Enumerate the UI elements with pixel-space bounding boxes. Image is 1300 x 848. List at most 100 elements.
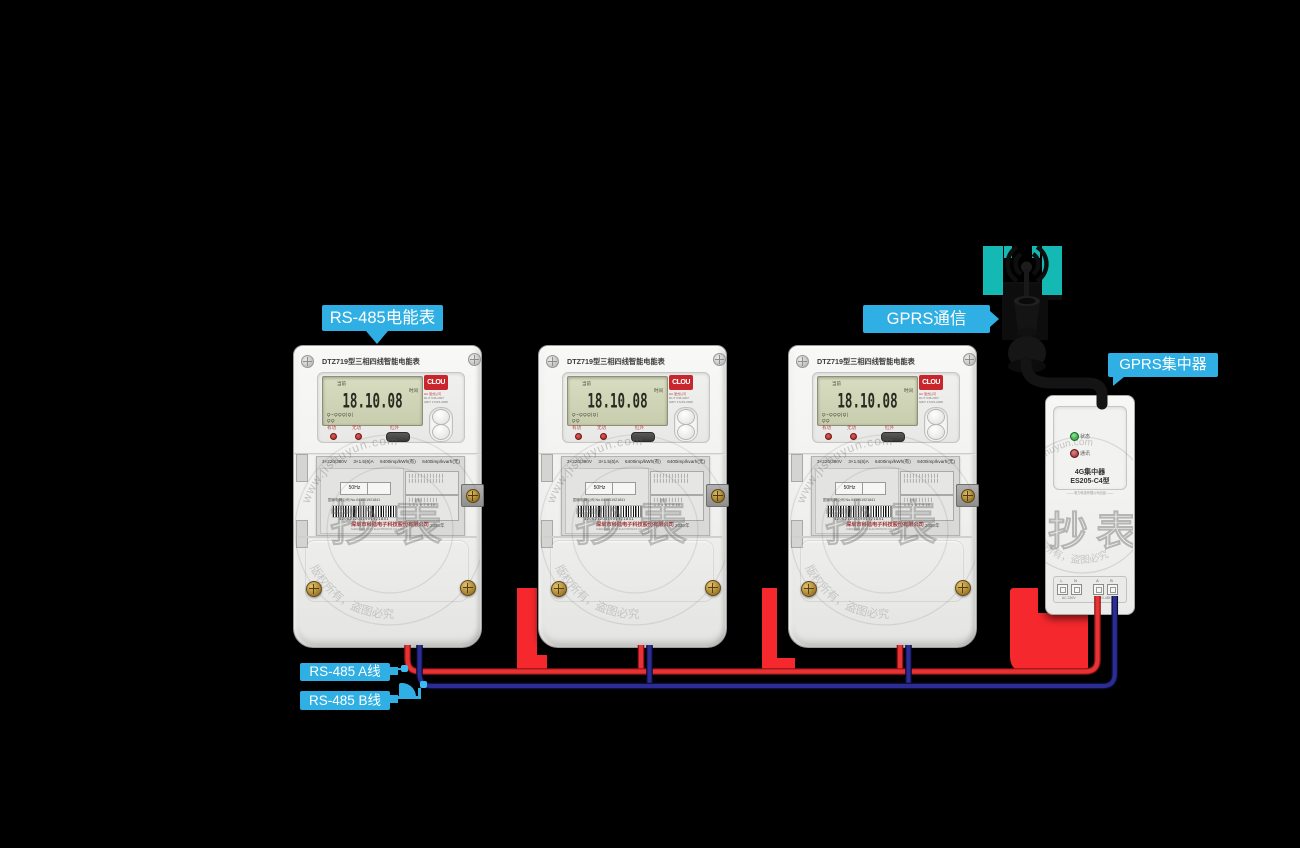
brand-logo: CLOU [424, 375, 448, 390]
comm-led-label: 通讯 [1080, 451, 1091, 457]
side-tab [541, 520, 553, 548]
meter-title: DTZ719型三相四线智能电能表 [322, 357, 420, 366]
terminal [1093, 584, 1104, 595]
cover-screw-icon [551, 581, 567, 597]
seal-screw-icon [711, 489, 725, 503]
display-panel: 当前 时间 18.10.08 Ϙ~ϘϘϘ|Ϙ| ϘϘ CLOU HC 型式认可 … [562, 372, 710, 443]
terminal [1071, 584, 1082, 595]
down-button [432, 424, 450, 440]
company-sub: SHENZHEN CLOU ELECTRONICS CO.,LTD. [596, 527, 649, 531]
up-button [677, 409, 695, 425]
screw-icon [796, 355, 809, 368]
indicator-label: 有功 [822, 425, 831, 430]
infrared-window [881, 432, 905, 442]
gprs-concentrator-device: 状态 通讯 4G集中器 ES205-C4型 —— 电力科技有限公司出品 —— L… [1045, 395, 1135, 615]
nameplate: 3×220/380V 3×1.5(6)A 6400imp/kWh(有) 6400… [561, 456, 710, 536]
screw-icon [301, 355, 314, 368]
side-tab [296, 520, 308, 548]
company-sub: SHENZHEN CLOU ELECTRONICS CO.,LTD. [351, 527, 404, 531]
indicator-label: 红外 [635, 425, 644, 430]
freq-box-2 [862, 482, 886, 495]
concentrator-front-panel: 状态 通讯 4G集中器 ES205-C4型 [1053, 406, 1127, 490]
cover-seam [298, 536, 477, 538]
freq-box: 50Hz [835, 482, 864, 495]
terminal-letter: N [1074, 578, 1077, 583]
concentrator-maker-line: —— 电力科技有限公司出品 —— [1066, 491, 1114, 495]
freq-box: 50Hz [340, 482, 369, 495]
case-seam [539, 453, 726, 455]
lcd-screen: 当前 时间 18.10.08 Ϙ~ϘϘϘ|Ϙ| ϘϘ [322, 376, 423, 426]
spec-voltage: 3×220/380V [817, 459, 842, 464]
lcd-label-current: 当前 [582, 381, 591, 386]
terminal-diagram-1: ▏▏▏▏▏▏▏▏▏▏▏▏▏▏▏▏▏▏▏▏▏▏▏▏ [405, 471, 459, 495]
nameplate: 3×220/380V 3×1.5(6)A 6400imp/kWh(有) 6400… [811, 456, 960, 536]
label-gprs-comm: GPRS通信 [863, 305, 999, 333]
spec-voltage: 3×220/380V [567, 459, 592, 464]
reactive-led [355, 433, 362, 440]
year-label: 2020年 [430, 523, 445, 528]
seal-screw-block [461, 484, 484, 507]
terminal-letter: A [1096, 578, 1099, 583]
energy-meter: DTZ719型三相四线智能电能表 当前 时间 18.10.08 Ϙ~ϘϘϘ|Ϙ|… [788, 345, 979, 648]
spec-voltage: 3×220/380V [322, 459, 347, 464]
cover-screw-icon [705, 580, 721, 596]
spec-current: 3×1.5(6)A [848, 459, 869, 464]
display-panel: 当前 时间 18.10.08 Ϙ~ϘϘϘ|Ϙ| ϘϘ CLOU HC 型式认可 … [812, 372, 960, 443]
grid-company-row: 国家电网公司 No.041901921841 [328, 498, 381, 502]
nameplate-inner: 50Hz 国家电网公司 No.041901921841 420621204190… [565, 468, 649, 534]
lcd-icons: ϘϘ [572, 418, 581, 423]
leader-b-dot [420, 681, 427, 688]
lcd-value: 18.10.08 [837, 389, 898, 413]
meter-title: DTZ719型三相四线智能电能表 [817, 357, 915, 366]
nameplate-inner: 50Hz 国家电网公司 No.041901921841 420621204190… [320, 468, 404, 534]
company-name: 深圳市科陆电子科技股份有限公司 [351, 522, 429, 528]
company-name: 深圳市科陆电子科技股份有限公司 [596, 522, 674, 528]
barcode [827, 505, 893, 518]
nameplate-inner: 50Hz 国家电网公司 No.041901921841 420621204190… [815, 468, 899, 534]
screw-icon [963, 353, 976, 366]
grid-company-row: 国家电网公司 No.041901921841 [573, 498, 626, 502]
status-led-label: 状态 [1080, 434, 1091, 440]
terminal-diagram-2: ▏▏▏▏▏▏▏▏▏▏1 3 4 6 7 9 10 [405, 495, 459, 521]
case-seam [789, 453, 976, 455]
spec-row: 3×220/380V 3×1.5(6)A 6400imp/kWh(有) 6400… [567, 459, 705, 465]
indicator-label: 有功 [572, 425, 581, 430]
terminal-diagram-2: ▏▏▏▏▏▏▏▏▏▏1 3 4 6 7 9 10 [900, 495, 954, 521]
lcd-value: 18.10.08 [342, 389, 403, 413]
lcd-screen: 当前 时间 18.10.08 Ϙ~ϘϘϘ|Ϙ| ϘϘ [817, 376, 918, 426]
label-wire-a: RS-485 A线 [300, 663, 398, 681]
indicator-label: 无功 [352, 425, 361, 430]
label-wire-b: RS-485 B线 [300, 691, 398, 710]
company-name: 深圳市科陆电子科技股份有限公司 [846, 522, 924, 528]
down-button [677, 424, 695, 440]
lcd-icons: ϘϘ [822, 418, 831, 423]
lower-cover [305, 540, 469, 602]
cover-screw-icon [460, 580, 476, 596]
spec-current: 3×1.5(6)A [353, 459, 374, 464]
terminal-block: L N A B AC 220V RS-485 [1053, 576, 1127, 603]
up-button [927, 409, 945, 425]
cover-seam [543, 536, 722, 538]
spec-imp-kwh: 6400imp/kWh(有) [380, 459, 416, 464]
cover-seam [793, 536, 972, 538]
cert-line: HC 型式认可 [424, 392, 442, 396]
up-button [432, 409, 450, 425]
lcd-icons: Ϙ~ϘϘϘ|Ϙ| [572, 412, 599, 417]
terminal [1057, 584, 1068, 595]
screw-icon [546, 355, 559, 368]
signal-arcs [1005, 245, 1049, 283]
spec-imp-kvarh: 6400imp/kvarh(无) [917, 459, 955, 464]
cert-line: DL/T 645-2007 [669, 396, 689, 400]
button-group [674, 407, 698, 442]
indicator-label: 红外 [885, 425, 894, 430]
side-tab [791, 520, 803, 548]
cert-line: HC 型式认可 [669, 392, 687, 396]
freq-box-2 [612, 482, 636, 495]
cert-line: DL/T 645-2007 [424, 396, 444, 400]
cover-screw-icon [955, 580, 971, 596]
cert-line: GB/T 17215-2008 [919, 400, 943, 404]
spec-row: 3×220/380V 3×1.5(6)A 6400imp/kWh(有) 6400… [322, 459, 460, 465]
lcd-label-time: 时间 [654, 388, 663, 393]
status-led [1070, 432, 1079, 441]
